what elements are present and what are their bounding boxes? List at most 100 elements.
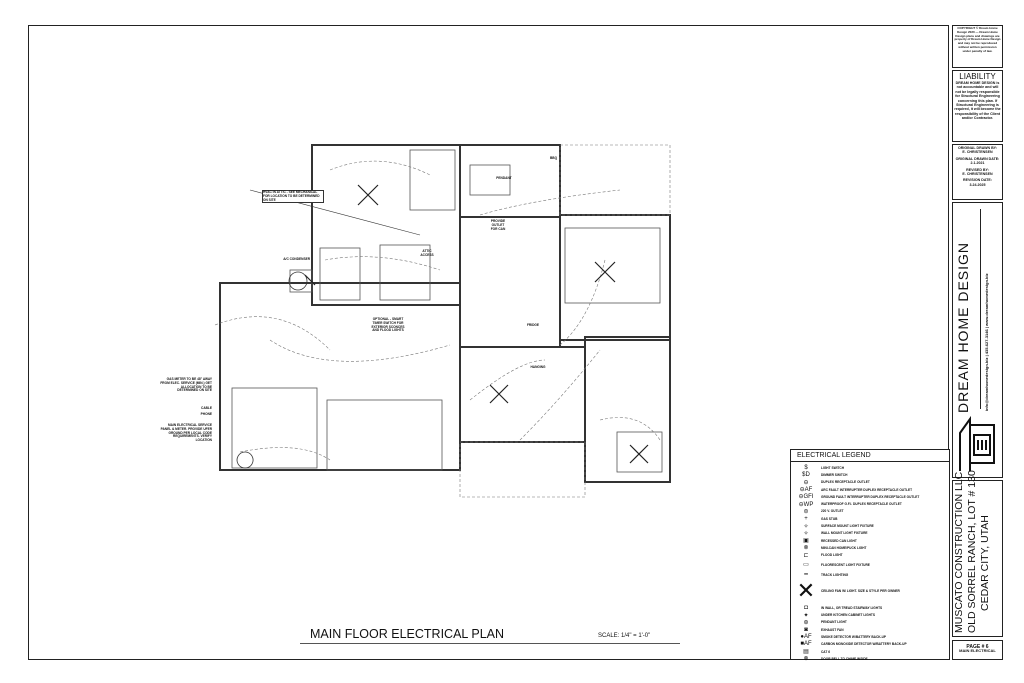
- legend-item: ⊜220 V. OUTLET: [791, 508, 949, 515]
- electrical-legend: ELECTRICAL LEGEND $ LIGHT SWITCH $D DIMMER …: [790, 449, 950, 663]
- legend-item: ✧WALL MOUNT LIGHT FIXTURE: [791, 530, 949, 537]
- legend-symbol-icon: $D: [802, 471, 810, 478]
- client-line1: MUSCATO CONSTRUCTION LLC: [953, 471, 965, 633]
- legend-symbol-icon: ▤: [803, 649, 809, 656]
- legend-item: ⊛ PENDANT LIGHT: [791, 619, 949, 626]
- legend-label: WALL MOUNT LIGHT FIXTURE: [821, 531, 868, 536]
- legend-symbol-icon: ⊖AF: [799, 487, 813, 494]
- note-cable: CABLE: [201, 406, 212, 410]
- sheet-title: MAIN FLOOR ELECTRICAL PLAN: [310, 627, 505, 641]
- note-provide-outlet: PROVIDE OUTLET FOR CAN: [490, 219, 506, 231]
- note-fridge: FRIDGE: [526, 323, 540, 327]
- company-name: DREAM HOME DESIGN: [955, 241, 971, 413]
- legend-symbol-icon: +: [804, 515, 808, 522]
- note-bbq: BBQ: [550, 156, 558, 160]
- legend-item: ⊖WP WATERPROOF G.F.I. DUPLEX RECEPTACLE O…: [791, 500, 949, 508]
- page-name: MAIN ELECTRICAL: [959, 648, 996, 654]
- legend-item: ━ TRACK LIGHTING: [791, 571, 949, 578]
- legend-item: $D DIMMER SWITCH: [791, 471, 949, 478]
- legend-label: LIGHT SWITCH: [821, 465, 845, 470]
- legend-label: MINI-CAN HOME/PUCK LIGHT: [821, 545, 867, 550]
- legend-item: ■AF CARBON MONOXIDE DETECTOR W/BATTERY BA…: [791, 641, 949, 648]
- legend-item: ⊏FLOOD LIGHT: [791, 552, 949, 559]
- legend-label: DIMMER SWITCH: [821, 472, 848, 477]
- legend-item: ⊗ DOOR BELL TO CHIME INSIDE: [791, 655, 949, 662]
- legend-symbol-icon: ✧: [803, 523, 809, 530]
- page-number: PAGE # 6: [966, 644, 989, 650]
- logo-divider: [980, 209, 981, 409]
- legend-item: ⊖DUPLEX RECEPTACLE OUTLET: [791, 479, 949, 486]
- legend-symbol-icon: $: [804, 464, 808, 471]
- wall-bedroom-wing: [311, 144, 461, 306]
- legend-label: WATERPROOF G.F.I. DUPLEX RECEPTACLE OUTL…: [821, 502, 902, 507]
- legend-symbol-icon: ━: [804, 572, 808, 578]
- drawn-info-box: ORIGINAL DRAWN BY: E. CHRISTENSEN ORIGIN…: [952, 144, 1003, 200]
- legend-item: ⊗ MINI-CAN HOME/PUCK LIGHT: [791, 544, 949, 551]
- legend-label: SURFACE MOUNT LIGHT FIXTURE: [821, 524, 874, 529]
- revision-date-label: REVISION DATE:: [963, 178, 992, 183]
- client-line2: OLD SORREL RANCH, LOT # 130: [966, 470, 978, 633]
- drawn-date: 2.1.2021: [970, 161, 985, 166]
- legend-label: UNDER KITCHEN CABINET LIGHTS: [821, 613, 876, 618]
- wall-bedroom3: [584, 336, 671, 483]
- title-underline: [300, 643, 680, 644]
- copyright-box: COPYRIGHT © Dream Home Design 2020 — Dre…: [952, 25, 1003, 68]
- legend-symbol-icon: ⊖WP: [798, 501, 814, 508]
- note-hanging: HANGING: [530, 365, 546, 369]
- legend-item: ✦ UNDER KITCHEN CABINET LIGHTS: [791, 611, 949, 619]
- note-phone: PHONE: [200, 412, 212, 416]
- legend-symbol-icon: ◘: [804, 604, 808, 611]
- legend-label: GAS STUB: [821, 516, 838, 521]
- company-contact: info@dreamhomedesign.biz | 435-627-3146 …: [984, 273, 989, 411]
- legend-label: CARBON MONOXIDE DETECTOR W/BATTERY BACK-…: [821, 642, 907, 647]
- legend-symbol-icon: ⊗: [803, 545, 809, 552]
- legend-symbol-icon: ⊛: [803, 619, 809, 626]
- legend-item: ✕CEILING FAN W/ LIGHT. SIZE & STYLE PER …: [791, 578, 949, 604]
- copyright-text: COPYRIGHT © Dream Home Design 2020 — Dre…: [954, 26, 1001, 53]
- legend-item: ⊖AF ARC FAULT INTERRUPTER DUPLEX RECEPTAC…: [791, 486, 949, 493]
- revision-date: 3.24.2025: [969, 182, 986, 187]
- legend-list: $ LIGHT SWITCH $D DIMMER SWITCH ⊖DUPLEX RECE…: [791, 462, 949, 663]
- legend-label: TRACK LIGHTING: [821, 572, 849, 577]
- legend-symbol-icon: ✦: [803, 612, 809, 619]
- client-line3: CEDAR CITY, UTAH: [979, 515, 991, 611]
- note-hvac: HVAC IN ATTIC - SEE MECHANICAL FOR LOCAT…: [262, 190, 324, 204]
- note-smart-timer: OPTIONAL - SMART TIMER SWITCH FOR EXTERI…: [371, 317, 405, 333]
- legend-label: SMOKE DETECTOR W/BATTERY BACK-UP: [821, 634, 887, 639]
- legend-symbol-icon: ⊖GFI: [798, 494, 814, 501]
- wall-bedroom2: [459, 346, 586, 443]
- legend-symbol-icon: ⊖: [803, 479, 809, 486]
- legend-label: DOOR BELL TO CHIME INSIDE: [821, 656, 868, 661]
- sheet-scale: SCALE: 1/4" = 1'-0": [598, 633, 651, 639]
- legend-symbol-icon: ✕: [796, 578, 816, 604]
- legend-item: ▣ RECESSED CAN LIGHT: [791, 537, 949, 544]
- client-box: MUSCATO CONSTRUCTION LLC OLD SORREL RANC…: [952, 470, 1003, 637]
- page-number-box: PAGE # 6 MAIN ELECTRICAL: [952, 640, 1003, 660]
- legend-heading: ELECTRICAL LEGEND: [791, 450, 949, 462]
- company-logo-box: DREAM HOME DESIGN info@dreamhomedesign.b…: [952, 202, 1003, 478]
- legend-symbol-icon: ▣: [803, 538, 809, 545]
- revised-by: E. CHRISTENSEN: [962, 172, 993, 177]
- note-pendant: PENDANT: [496, 176, 512, 180]
- legend-symbol-icon: ▭: [803, 562, 809, 569]
- legend-label: GROUND FAULT INTERRUPTER DUPLEX RECEPTAC…: [821, 494, 920, 499]
- legend-label: EXHAUST FAN: [821, 627, 844, 632]
- legend-symbol-icon: ■AF: [800, 641, 812, 648]
- legend-label: RECESSED CAN LIGHT: [821, 538, 857, 543]
- legend-label: PENDANT LIGHT: [821, 620, 847, 625]
- legend-label: ARC FAULT INTERRUPTER DUPLEX RECEPTACLE …: [821, 487, 913, 492]
- legend-label: IN WALL, OR TREAD STAIRWAY LIGHTS: [821, 605, 883, 610]
- note-main-service: MAIN ELECTRICAL SERVICE PANEL & METER. P…: [160, 423, 212, 443]
- note-ac-condenser: A/C CONDENSER: [283, 257, 310, 261]
- drawing-sheet-border: [28, 25, 949, 660]
- wall-great-room: [559, 214, 671, 341]
- legend-item: ⊖GFI GROUND FAULT INTERRUPTER DUPLEX RECE…: [791, 493, 949, 500]
- liability-heading: LIABILITY: [959, 72, 996, 81]
- note-attic-access: ATTIC ACCESS: [420, 249, 434, 257]
- legend-item: ✧ SURFACE MOUNT LIGHT FIXTURE: [791, 522, 949, 530]
- legend-symbol-icon: ⊗: [803, 656, 809, 663]
- note-gas-meter: GAS METER TO BE 48" AWAY FROM ELEC. SERV…: [160, 377, 212, 393]
- legend-symbol-icon: ⊜: [803, 508, 809, 515]
